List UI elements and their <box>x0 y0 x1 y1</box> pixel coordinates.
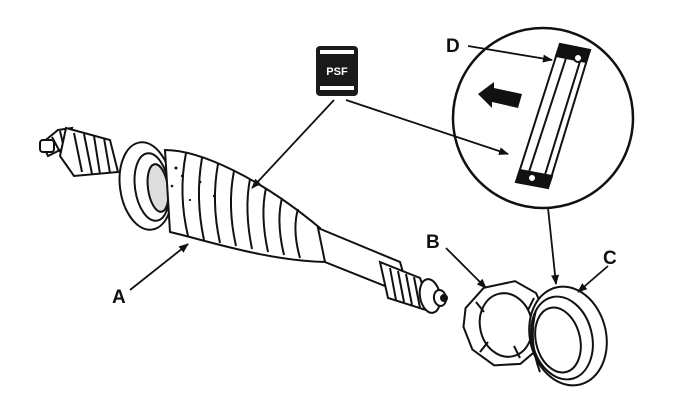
callout-d: D <box>446 36 460 57</box>
leader-psf-seal <box>345 99 509 155</box>
callout-a: A <box>112 287 126 308</box>
direction-arrow-icon <box>478 82 522 108</box>
leader-c <box>577 265 609 293</box>
badge-label: PSF <box>326 66 348 78</box>
leader-b <box>445 247 487 289</box>
oil-seal <box>528 285 608 387</box>
callout-b: B <box>426 232 440 253</box>
leader-a <box>129 243 189 291</box>
detail-inset <box>451 26 635 210</box>
leader-d <box>467 45 553 63</box>
callout-c: C <box>603 248 617 269</box>
leader-lines <box>129 45 609 293</box>
washer <box>462 280 549 367</box>
grease-can-icon: PSF <box>316 46 358 96</box>
leader-psf-threads <box>251 99 335 189</box>
leader-inset-seal <box>547 207 560 285</box>
pinion-shaft <box>39 126 448 314</box>
